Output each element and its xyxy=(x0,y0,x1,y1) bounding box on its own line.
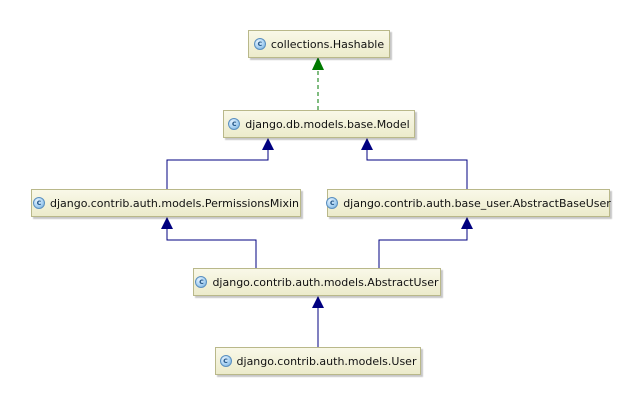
edge-abstractbaseuser-to-model xyxy=(366,149,468,189)
class-label: django.db.models.base.Model xyxy=(245,117,410,131)
class-node-model[interactable]: c django.db.models.base.Model xyxy=(223,110,415,138)
class-node-abstract-base-user[interactable]: c django.contrib.auth.base_user.Abstract… xyxy=(326,189,611,217)
class-icon: c xyxy=(32,197,45,209)
class-label: django.contrib.auth.models.PermissionsMi… xyxy=(49,196,299,210)
edge-abstractuser-to-permissionsmixin xyxy=(166,228,257,268)
arrowhead-model-left xyxy=(262,138,274,150)
class-node-hashable[interactable]: c collections.Hashable xyxy=(248,30,390,58)
arrowhead-permissionsmixin xyxy=(161,217,173,229)
class-node-permissions-mixin[interactable]: c django.contrib.auth.models.Permissions… xyxy=(31,189,301,217)
class-label: django.contrib.auth.models.AbstractUser xyxy=(212,275,439,289)
class-icon: c xyxy=(219,355,232,367)
class-node-abstract-user[interactable]: c django.contrib.auth.models.AbstractUse… xyxy=(193,268,441,296)
class-label: django.contrib.auth.base_user.AbstractBa… xyxy=(343,196,611,210)
class-label: django.contrib.auth.models.User xyxy=(236,354,417,368)
class-icon: c xyxy=(228,118,241,130)
class-icon: c xyxy=(326,197,339,209)
arrowhead-abstractuser xyxy=(312,296,324,308)
class-label: collections.Hashable xyxy=(270,37,385,51)
class-icon: c xyxy=(253,38,266,50)
class-icon: c xyxy=(195,276,208,288)
class-node-user[interactable]: c django.contrib.auth.models.User xyxy=(215,347,421,375)
arrowhead-model-right xyxy=(361,138,373,150)
edge-abstractuser-to-abstractbaseuser xyxy=(378,228,468,268)
arrowhead-abstractbaseuser xyxy=(461,217,473,229)
edge-permissionsmixin-to-model xyxy=(166,149,269,189)
arrowhead-hashable xyxy=(312,57,324,70)
